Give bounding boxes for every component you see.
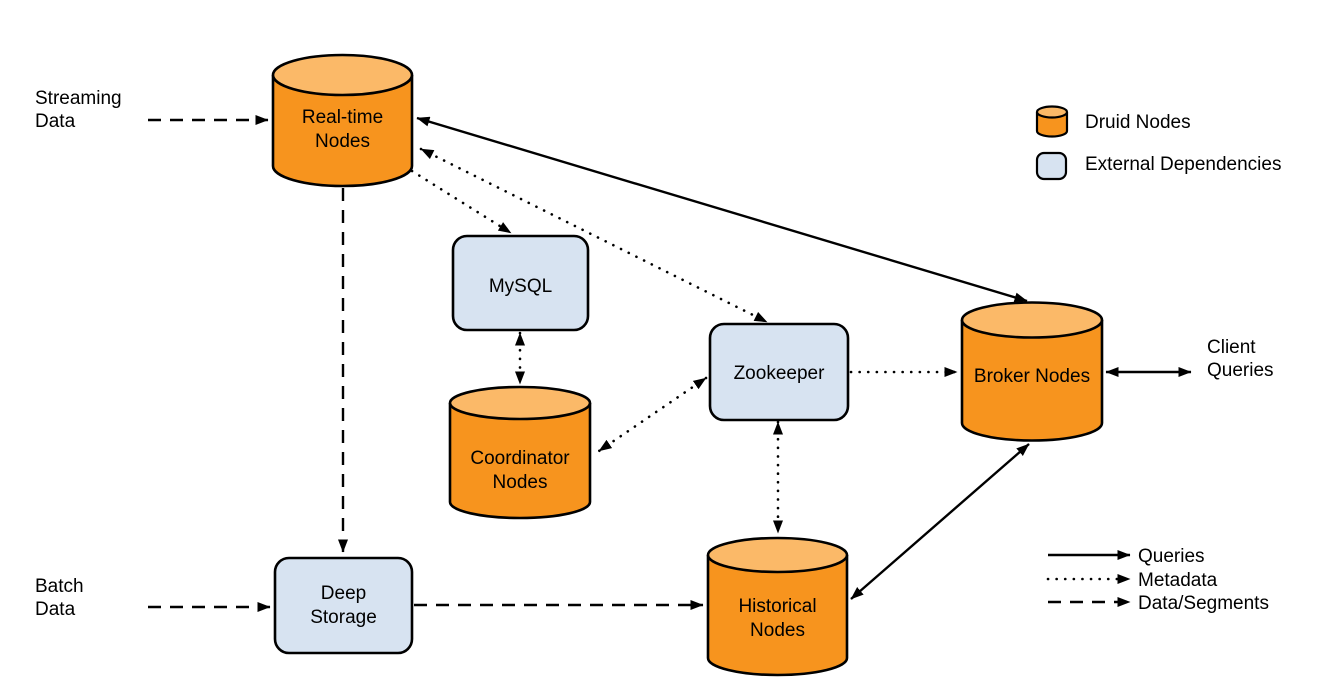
deep-storage-box <box>273 556 414 655</box>
deep-storage-label-line2: Storage <box>310 607 377 628</box>
batch-data-label: Batch Data <box>35 576 84 620</box>
broker-label: Broker Nodes <box>974 366 1090 387</box>
coordinator-cylinder-top <box>448 385 592 421</box>
node-coordinator-nodes: Coordinator Nodes <box>448 385 592 520</box>
batch-label-line1: Batch <box>35 576 84 597</box>
zookeeper-label: Zookeeper <box>734 363 826 384</box>
historical-label-line2: Nodes <box>750 620 805 641</box>
broker-cylinder-body <box>960 320 1104 442</box>
realtime-label-line1: Real-time <box>302 107 383 128</box>
zookeeper-box <box>708 322 850 422</box>
streaming-label-line2: Data <box>35 111 76 132</box>
deep-storage-label-line1: Deep <box>321 583 366 604</box>
broker-cylinder-top <box>960 301 1104 339</box>
historical-cylinder-body <box>706 555 849 677</box>
mysql-label: MySQL <box>489 276 552 297</box>
historical-label-line1: Historical <box>738 596 816 617</box>
client-label-line1: Client <box>1207 337 1256 358</box>
legend-queries-label: Queries <box>1138 546 1205 567</box>
node-historical-nodes: Historical Nodes <box>706 536 849 677</box>
streaming-data-label: Streaming Data <box>35 88 122 132</box>
legend-external-box-icon <box>1035 151 1068 181</box>
edge-historical-broker <box>850 443 1030 600</box>
legend-druid-cylinder-icon <box>1035 112 1069 138</box>
historical-cylinder-top <box>706 536 849 574</box>
realtime-cylinder-body <box>271 75 414 188</box>
coordinator-cylinder-body <box>448 403 592 520</box>
legend-druid-nodes-label: Druid Nodes <box>1085 112 1191 133</box>
node-mysql: MySQL <box>451 234 590 332</box>
node-zookeeper: Zookeeper <box>708 322 850 422</box>
client-label-line2: Queries <box>1207 360 1274 381</box>
streaming-label-line1: Streaming <box>35 88 122 109</box>
node-broker-nodes: Broker Nodes <box>960 301 1104 442</box>
legend-node-types: Druid Nodes External Dependencies <box>1035 105 1281 181</box>
edge-realtime-to-mysql <box>410 169 513 235</box>
legend-external-dependencies-label: External Dependencies <box>1085 154 1281 175</box>
realtime-label-line2: Nodes <box>315 131 370 152</box>
realtime-cylinder-top <box>271 53 414 97</box>
node-deep-storage: Deep Storage <box>273 556 414 655</box>
legend-data-segments-label: Data/Segments <box>1138 593 1269 614</box>
legend-druid-cylinder-top-icon <box>1035 105 1069 119</box>
mysql-box <box>451 234 590 332</box>
batch-label-line2: Data <box>35 599 76 620</box>
coordinator-label-line2: Nodes <box>493 472 548 493</box>
node-realtime-nodes: Real-time Nodes <box>271 53 414 188</box>
legend-arrow-kinds: Queries Metadata Data/Segments <box>1046 546 1269 614</box>
edge-realtime-broker <box>416 116 1028 303</box>
client-queries-label: Client Queries <box>1207 337 1274 381</box>
edge-zookeeper-coordinator <box>597 376 708 453</box>
legend-metadata-label: Metadata <box>1138 570 1218 591</box>
coordinator-label-line1: Coordinator <box>470 448 570 469</box>
